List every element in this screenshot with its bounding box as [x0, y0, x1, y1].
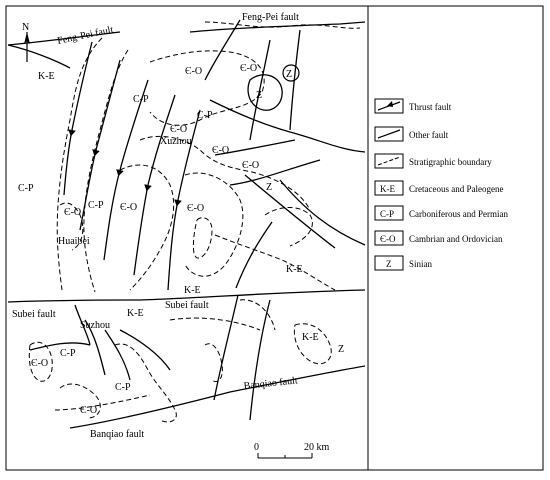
legend-cp-code: C-P: [380, 209, 394, 219]
subei-fault-label-mid: Subei fault: [165, 300, 209, 311]
unit-co-7: Є-O: [120, 202, 137, 213]
stratigraphic-boundaries: [28, 21, 361, 423]
legend-co-code: Є-O: [380, 234, 396, 244]
unit-co-4: Є-O: [212, 145, 229, 156]
unit-cp-s: C-P: [115, 382, 131, 393]
unit-z-1: Z: [286, 69, 292, 80]
unit-ke-3: K-E: [127, 308, 144, 319]
unit-ke-nw: K-E: [38, 71, 55, 82]
legend-z-label: Sinian: [409, 259, 433, 269]
unit-co-6: Є-O: [64, 207, 81, 218]
unit-co-8: Є-O: [187, 203, 204, 214]
legend-other-fault-label: Other fault: [409, 130, 449, 140]
unit-ke-4: K-E: [302, 332, 319, 343]
legend-item-other-fault: Other fault: [374, 126, 449, 142]
figure-border: [5, 5, 544, 471]
scale-distance: 20 km: [304, 442, 330, 453]
map-area: N: [7, 12, 366, 459]
subei-fault-label-left: Subei fault: [12, 309, 56, 320]
north-arrow: N: [22, 22, 30, 62]
legend-co-label: Cambrian and Ordovician: [409, 234, 503, 244]
legend-thrust-fault-label: Thrust fault: [409, 102, 452, 112]
unit-co-3: Є-O: [170, 124, 187, 135]
faults: [7, 19, 366, 429]
legend-ke-code: K-E: [380, 184, 395, 194]
legend-item-z: Z Sinian: [374, 255, 433, 271]
unit-cp-3: C-P: [88, 200, 104, 211]
unit-ke-2: K-E: [184, 285, 201, 296]
north-label: N: [22, 22, 29, 33]
legend-item-co: Є-O Cambrian and Ordovician: [374, 230, 503, 246]
place-suzhou: Suzhou: [80, 320, 110, 331]
unit-co-1: Є-O: [185, 66, 202, 77]
unit-z-2: Z: [256, 90, 262, 101]
unit-z-3: Z: [266, 182, 272, 193]
feng-pei-fault-label-top: Feng-Pei fault: [242, 12, 299, 23]
place-labels: Xuzhou Huaibei Suzhou: [58, 136, 192, 331]
scale-bar: 0 20 km: [254, 442, 330, 459]
unit-cp-sw: C-P: [60, 348, 76, 359]
unit-cp-1: C-P: [133, 94, 149, 105]
unit-labels: K-E C-P C-P C-P C-P C-P C-P Є-O Є-O Є-O …: [18, 63, 344, 416]
unit-z-4: Z: [338, 344, 344, 355]
legend-stratigraphic-boundary-label: Stratigraphic boundary: [409, 157, 492, 167]
legend-item-cp: C-P Carboniferous and Permian: [374, 205, 508, 221]
unit-ke-1: K-E: [286, 264, 303, 275]
legend-item-stratigraphic-boundary: Stratigraphic boundary: [374, 153, 492, 169]
legend-item-thrust-fault: Thrust fault: [374, 98, 452, 114]
unit-co-2: Є-O: [240, 63, 257, 74]
feng-pei-fault-label-left: Feng-Pei fault: [56, 24, 114, 47]
legend-ke-label: Cretaceous and Paleogene: [409, 184, 503, 194]
legend-cp-label: Carboniferous and Permian: [409, 209, 508, 219]
scale-zero: 0: [254, 442, 259, 453]
unit-co-10: Є-O: [80, 405, 97, 416]
unit-cp-2: C-P: [197, 110, 213, 121]
unit-co-9: Є-O: [31, 358, 48, 369]
legend: Thrust fault Other fault Stratigraphic b…: [374, 98, 508, 271]
legend-z-code: Z: [386, 259, 392, 269]
unit-cp-west: C-P: [18, 183, 34, 194]
place-xuzhou: Xuzhou: [160, 136, 192, 147]
unit-co-5: Є-O: [242, 160, 259, 171]
legend-item-ke: K-E Cretaceous and Paleogene: [374, 180, 503, 196]
banqiao-fault-label-right: Banqiao fault: [243, 375, 298, 392]
banqiao-fault-label-bottom: Banqiao fault: [90, 429, 144, 440]
place-huaibei: Huaibei: [58, 236, 90, 247]
